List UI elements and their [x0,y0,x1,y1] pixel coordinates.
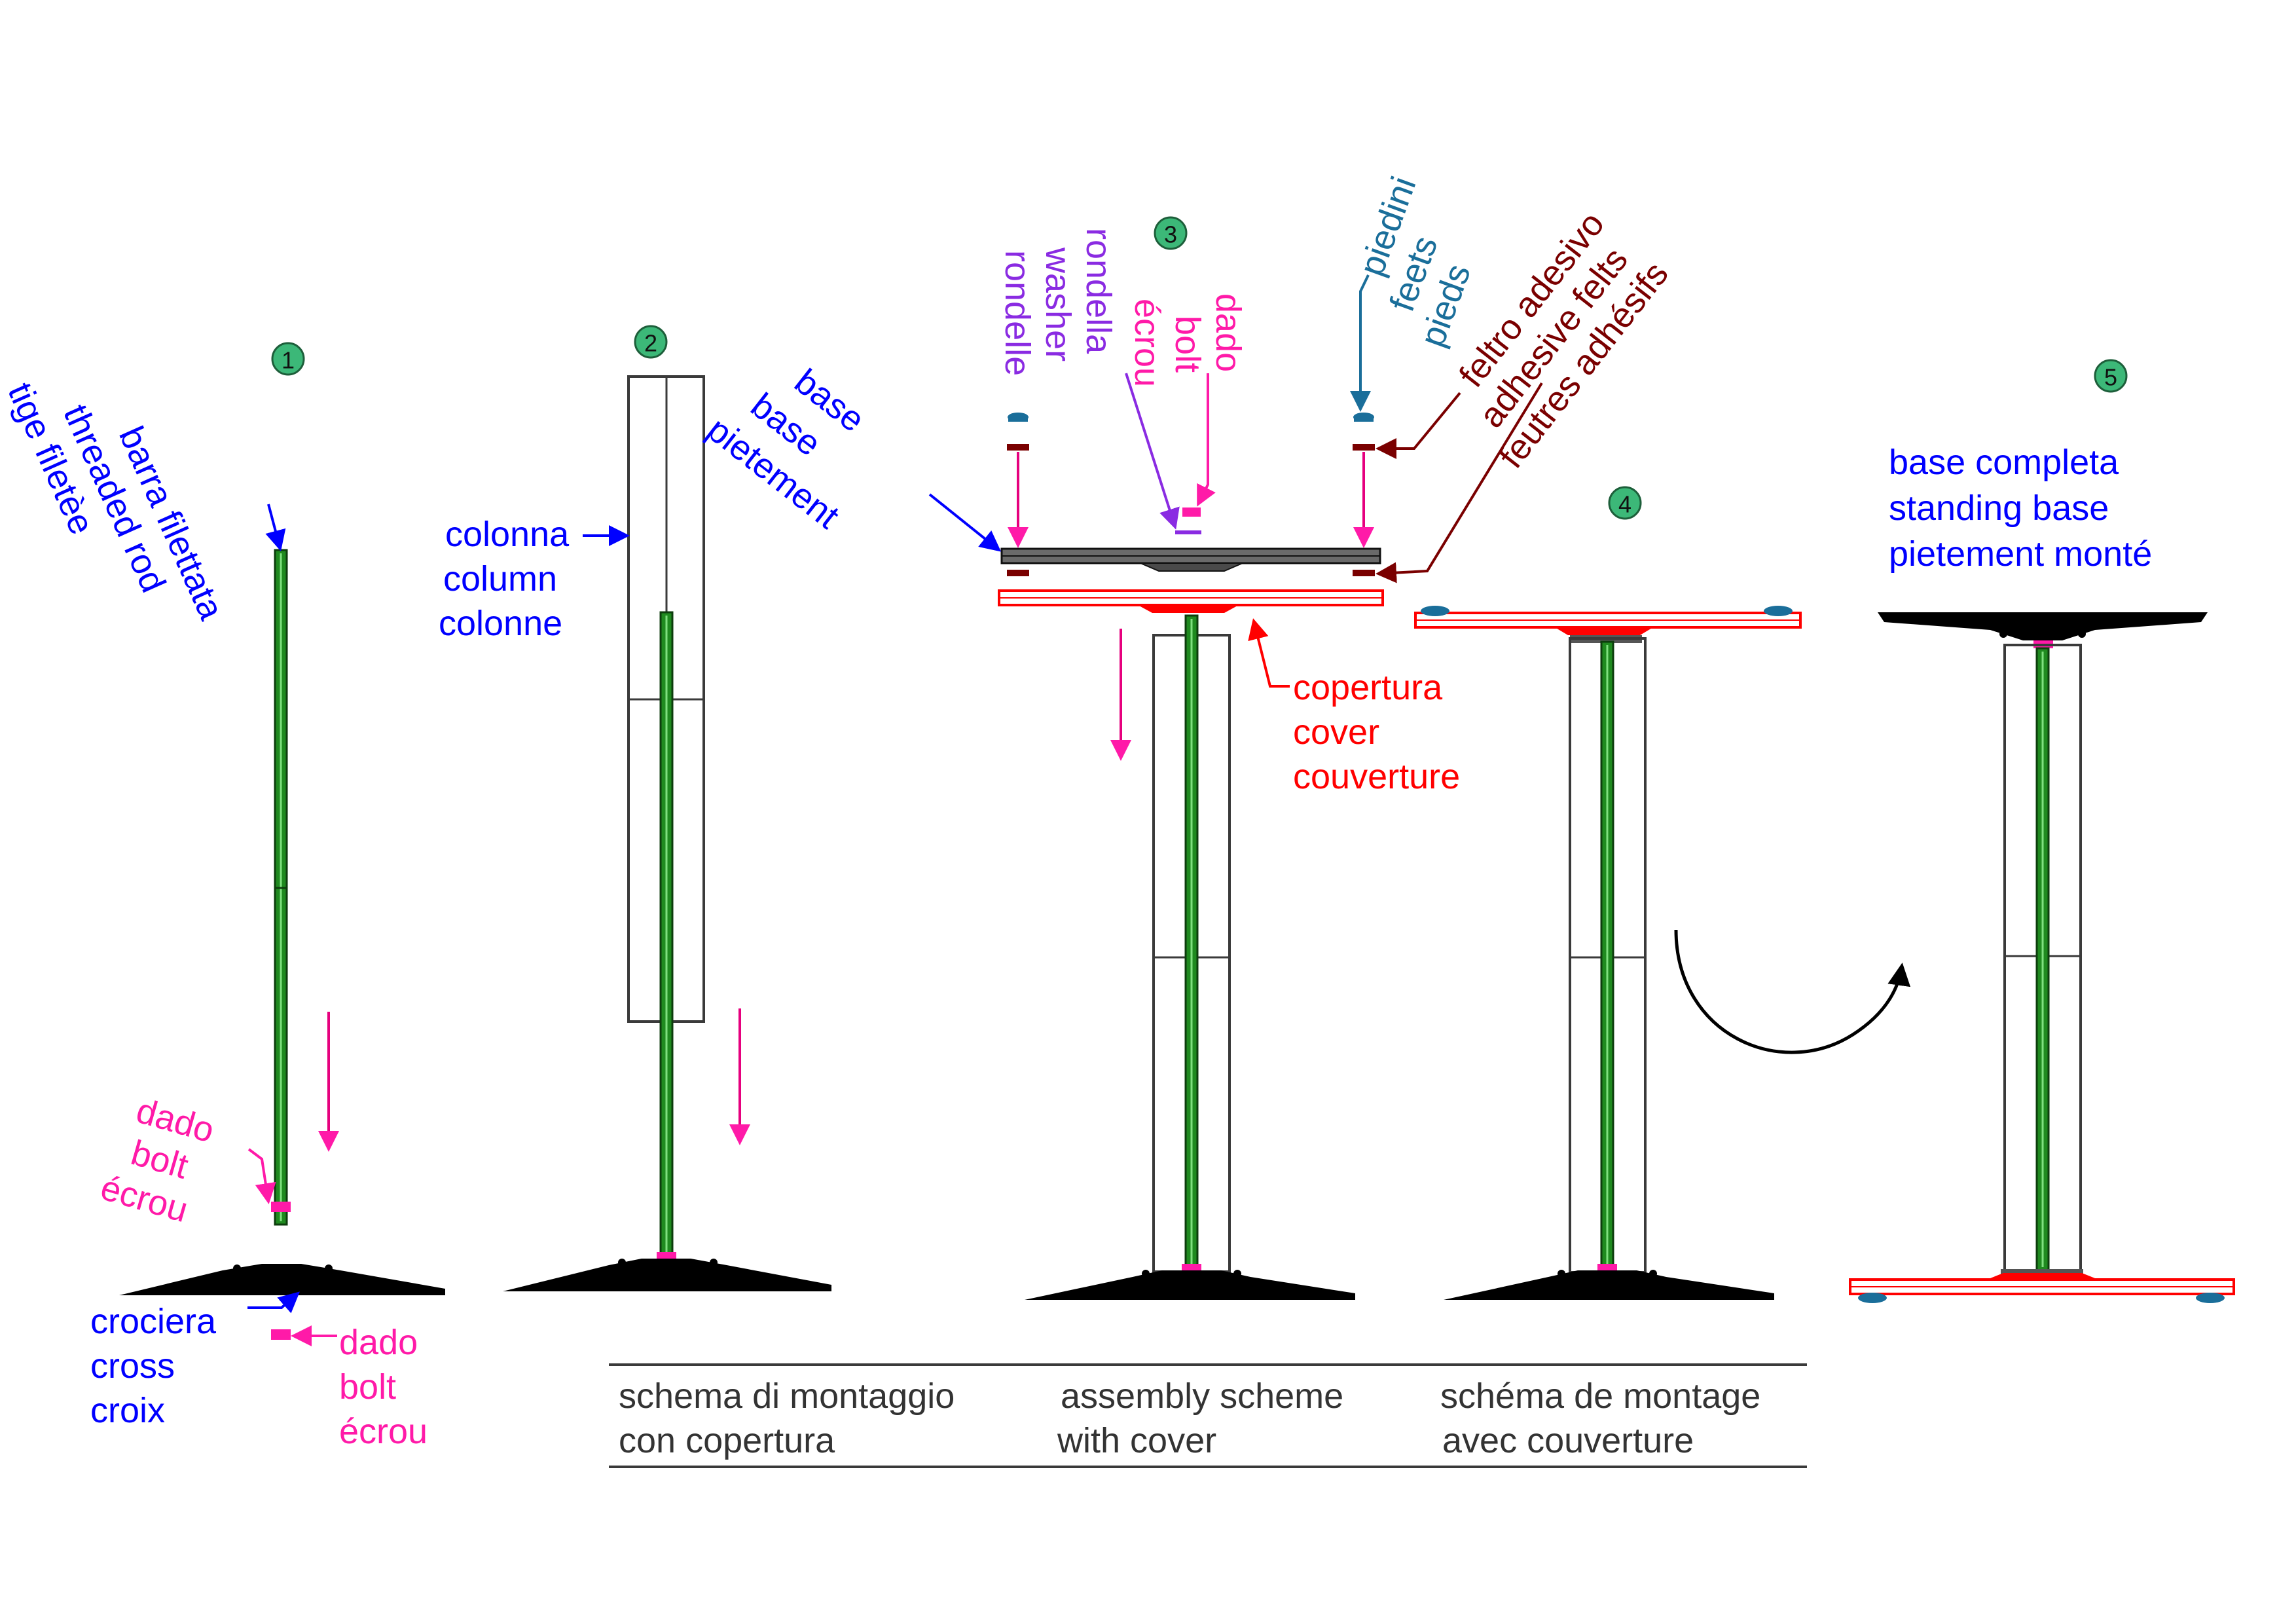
leader-felts-top [1376,392,1461,459]
step5-foot-left [1858,1293,1887,1303]
step5-cover-bottom [1849,1273,2235,1295]
felts-label: feltro adesivo adhesive felts feutres ad… [1427,197,1682,475]
step3-cross-bump [1233,1270,1241,1278]
step1-nut [271,1202,291,1212]
standing-base-label: base completa standing base pietement mo… [1889,443,2152,574]
step2-cross-base [503,1259,831,1291]
step1-cross-bump [325,1264,333,1272]
step3-base-plate [1000,547,1381,572]
column-label: colonna column colonne [439,515,579,643]
step-badge-1: 1 [271,342,305,376]
threaded-rod-label: barra filettata threaded rod tige filetè… [0,343,235,669]
step1-cross-bump [233,1264,241,1272]
title-block: schema di montaggio con copertura assemb… [609,1363,1807,1468]
step4-cross-base [1444,1270,1774,1300]
step5-cross-bump [2078,630,2086,638]
step-badge-4: 4 [1608,486,1642,520]
step5-cross-base [1878,612,2208,640]
step-badge-5: 5 [2094,359,2128,393]
nut-base-label: dado bolt écrou [339,1323,428,1451]
leader-washer [1125,373,1180,530]
step1-spare-nut [271,1329,291,1340]
nut-step3-label: dado bolt écrou [1127,293,1248,387]
step3-foot-right-cap [1353,413,1374,422]
leader-feet [1350,274,1371,412]
title-it: schema di montaggio con copertura [619,1376,964,1460]
step3-cross-bump [1142,1270,1150,1278]
leader-felts-bottom [1376,382,1543,583]
rotate-arrow-icon [1674,929,1911,1054]
step3-threaded-rod [1184,614,1199,1273]
step3-cover [998,589,1384,613]
step3-bottom-nut [1182,1264,1201,1272]
leader-base [928,493,1002,552]
step2-cross-bump [618,1259,626,1266]
step4-cross-bump [1558,1270,1565,1278]
step4-threaded-rod [1600,640,1614,1273]
step1-cross-base [119,1264,445,1295]
step-badge-2: 2 [634,325,668,359]
nut-step1-label: dado bolt écrou [96,1087,228,1233]
step3-nut [1182,507,1201,517]
step3-felt-right-top [1353,444,1375,451]
step3-foot-left-cap [1008,413,1029,422]
washer-label: rondella washer rondelle [998,228,1118,376]
base-label: base base pietement [700,337,903,536]
step4-cover-top [1414,612,1802,635]
leader-cover [1248,618,1290,688]
step4-cross-bump [1649,1270,1657,1278]
leader-cross [247,1291,301,1314]
leader-nut-step1 [247,1148,276,1204]
cover-label: copertura cover couverture [1293,668,1460,796]
step5-cross-bump [1999,630,2007,638]
svg-text:1: 1 [282,347,295,374]
step3-felt-right-bottom [1353,570,1375,576]
step2-cross-bump [710,1259,718,1266]
step3-washer [1175,530,1201,534]
title-fr: schéma de montage avec couverture [1440,1376,1770,1460]
svg-text:3: 3 [1164,221,1177,248]
leader-threaded-rod [265,504,286,551]
leader-nut-step3 [1197,373,1216,507]
step4-foot-right [1764,606,1793,616]
svg-text:2: 2 [644,330,657,357]
step4-bottom-nut [1597,1264,1617,1272]
step1-threaded-rod [274,549,288,1226]
step4-foot-left [1421,606,1449,616]
step5-threaded-rod [2035,647,2050,1272]
step5-foot-right [2196,1293,2225,1303]
step3-cross-base [1025,1270,1355,1300]
cross-label: crociera cross croix [90,1302,226,1430]
step2-threaded-rod [659,611,674,1259]
svg-text:5: 5 [2104,364,2117,391]
title-en: assembly scheme with cover [1057,1376,1353,1460]
step3-felt-left-top [1007,444,1029,451]
step3-felt-left-bottom [1007,570,1029,576]
step-badge-3: 3 [1154,216,1188,250]
svg-text:4: 4 [1618,491,1631,518]
